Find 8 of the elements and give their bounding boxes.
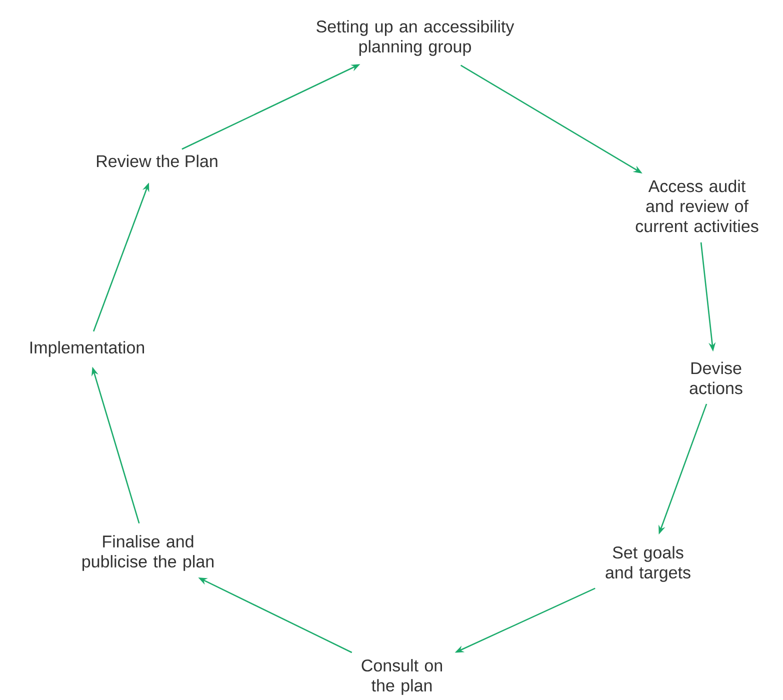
step-label: Review the Plan — [96, 154, 218, 168]
step-label: Consult on the plan — [362, 659, 442, 695]
step-label: Access audit and review of current activities — [636, 180, 758, 232]
step-label: Finalise and publicise the plan — [82, 535, 214, 571]
step-label: Implementation — [30, 341, 144, 357]
step-label: Set goals and targets — [606, 546, 690, 582]
step-label: Devise actions — [690, 362, 742, 394]
step-label: Setting up an accessibility planning group — [316, 20, 514, 56]
